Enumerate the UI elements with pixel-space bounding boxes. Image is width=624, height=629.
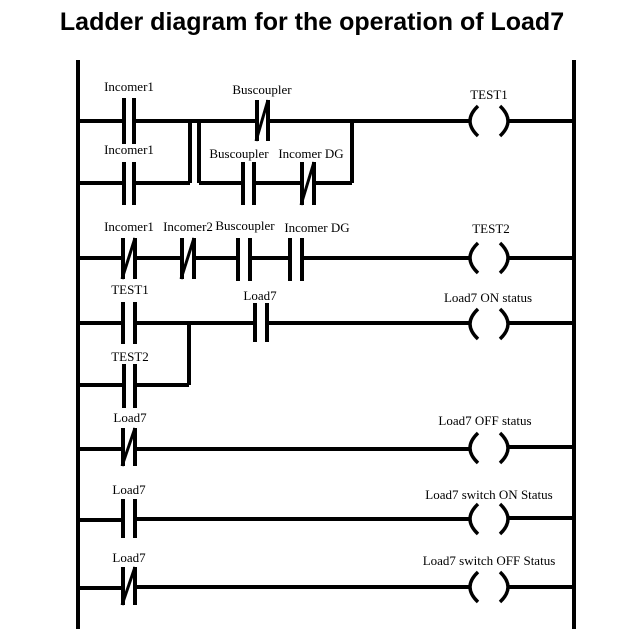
contact-no-test1	[121, 302, 137, 344]
coil-test1	[468, 104, 510, 138]
label-load7: Load7	[243, 288, 277, 303]
contact-no-test2-branch	[122, 364, 137, 408]
label-coil-load7-off-status: Load7 OFF status	[438, 413, 531, 428]
rung-1	[78, 98, 574, 206]
rung-3	[78, 302, 574, 408]
label-buscoupler-no: Buscoupler	[215, 218, 275, 233]
contact-no-buscoupler	[236, 238, 252, 281]
label-coil-test2: TEST2	[472, 221, 510, 236]
contact-nc-load7	[120, 427, 137, 467]
rung-5	[78, 499, 574, 538]
contact-nc-incomer2	[179, 237, 196, 280]
label-load7-nc-2: Load7	[112, 550, 146, 565]
coil-load7-on-status	[468, 307, 510, 341]
coil-load7-switch-on-status	[468, 502, 510, 536]
label-buscoupler-branch: Buscoupler	[209, 146, 269, 161]
label-test1: TEST1	[111, 282, 149, 297]
contact-no-buscoupler-branch	[241, 162, 256, 205]
contact-no-incomer-dg	[288, 238, 304, 281]
label-incomer2-nc: Incomer2	[163, 219, 213, 234]
label-incomer-dg-no: Incomer DG	[284, 220, 349, 235]
contact-nc-buscoupler	[254, 99, 270, 142]
rung-2	[78, 237, 574, 281]
label-incomer1-nc: Incomer1	[104, 219, 154, 234]
label-test2: TEST2	[111, 349, 149, 364]
rung-4	[78, 427, 574, 467]
diagram-title: Ladder diagram for the operation of Load…	[59, 8, 565, 36]
contact-no-load7	[253, 303, 269, 342]
contact-no-incomer1-branch	[122, 162, 136, 205]
contact-nc-load7-switch-off	[120, 566, 137, 606]
label-incomer1-branch: Incomer1	[104, 142, 154, 157]
rung-6	[78, 566, 574, 606]
label-buscoupler: Buscoupler	[232, 82, 292, 97]
label-coil-load7-on-status: Load7 ON status	[444, 290, 532, 305]
contact-nc-incomer-dg-branch	[299, 161, 316, 206]
coil-test2	[468, 241, 510, 275]
label-load7-nc: Load7	[113, 410, 147, 425]
label-incomer1: Incomer1	[104, 79, 154, 94]
label-incomer-dg-branch: Incomer DG	[278, 146, 343, 161]
labels: Incomer1 Buscoupler Incomer1 Buscoupler …	[104, 79, 555, 568]
contact-no-incomer1	[122, 98, 136, 144]
label-coil-load7-switch-off-status: Load7 switch OFF Status	[423, 553, 556, 568]
contact-no-load7-switch-on	[121, 499, 137, 538]
coil-load7-off-status	[468, 431, 510, 465]
label-coil-load7-switch-on-status: Load7 switch ON Status	[425, 487, 552, 502]
contact-nc-incomer1	[120, 237, 137, 280]
label-load7-no: Load7	[112, 482, 146, 497]
coil-load7-switch-off-status	[468, 570, 510, 604]
label-coil-test1: TEST1	[470, 87, 508, 102]
